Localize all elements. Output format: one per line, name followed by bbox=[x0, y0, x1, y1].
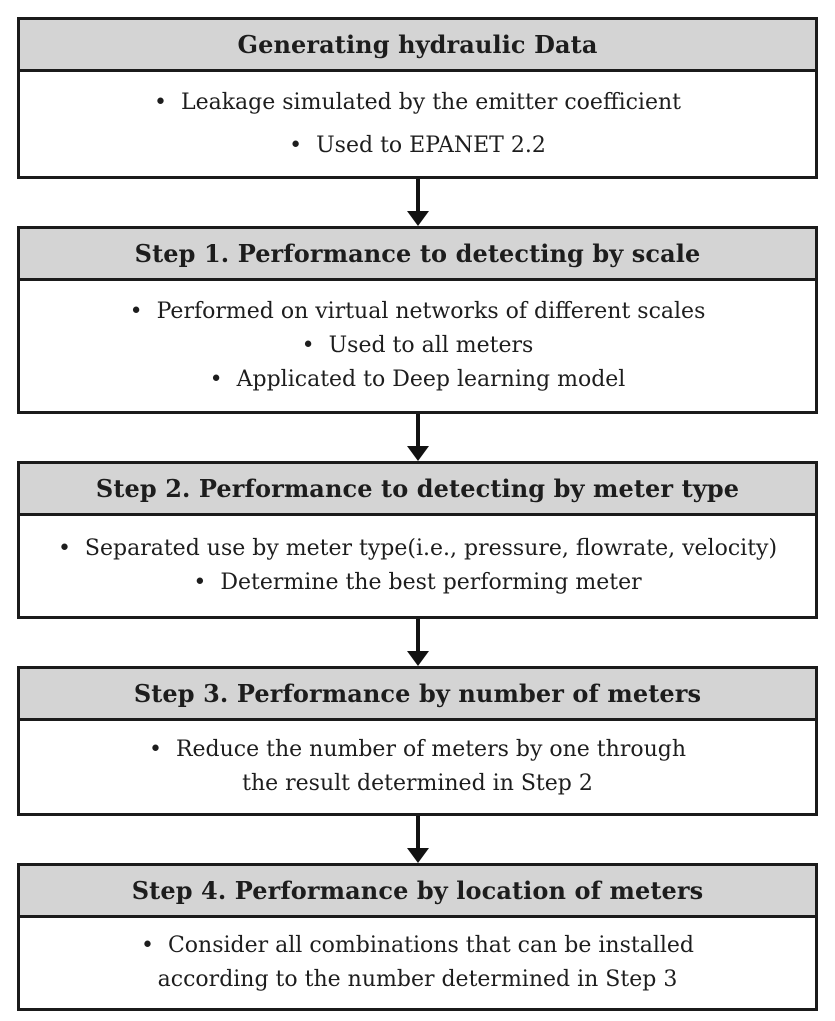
flow-box-generating-hydraulic-data: Generating hydraulic Data • Leakage simu… bbox=[17, 17, 818, 179]
bullet-text: Separated use by meter type(i.e., pressu… bbox=[84, 536, 778, 561]
bullet-item: • Separated use by meter type(i.e., pres… bbox=[58, 532, 777, 566]
box-body: • Leakage simulated by the emitter coeff… bbox=[20, 72, 815, 176]
box-title: Step 2. Performance to detecting by mete… bbox=[95, 474, 740, 503]
bullet-icon: • bbox=[153, 89, 167, 115]
flow-arrow-down bbox=[17, 414, 818, 461]
arrow-head-icon bbox=[406, 651, 429, 666]
bullet-icon: • bbox=[209, 367, 223, 392]
bullet-item: • Used to all meters bbox=[302, 329, 534, 363]
bullet-text: Leakage simulated by the emitter coeffic… bbox=[180, 89, 681, 115]
bullet-item: • Applicated to Deep learning model bbox=[210, 363, 626, 397]
box-header: Step 4. Performance by location of meter… bbox=[20, 866, 815, 918]
arrow-shaft bbox=[415, 816, 420, 848]
bullet-item: • Reduce the number of meters by one thr… bbox=[149, 733, 686, 767]
bullet-icon: • bbox=[301, 333, 315, 358]
bullet-text: Consider all combinations that can be in… bbox=[167, 933, 695, 958]
bullet-text: Determine the best performing meter bbox=[220, 570, 642, 595]
bullet-item: • Consider all combinations that can be … bbox=[141, 929, 694, 963]
bullet-icon: • bbox=[148, 737, 162, 762]
flow-box-step-3: Step 3. Performance by number of meters … bbox=[17, 666, 818, 816]
arrow-shaft bbox=[415, 414, 420, 446]
bullet-icon: • bbox=[193, 570, 207, 595]
bullet-icon: • bbox=[289, 132, 303, 158]
flow-arrow-down bbox=[17, 816, 818, 863]
bullet-icon: • bbox=[57, 536, 71, 561]
arrow-head-icon bbox=[406, 848, 429, 863]
bullet-text: according to the number determined in St… bbox=[157, 967, 678, 992]
arrow-head-icon bbox=[406, 446, 429, 461]
box-body: • Consider all combinations that can be … bbox=[20, 918, 815, 1008]
box-title: Step 4. Performance by location of meter… bbox=[131, 876, 704, 905]
bullet-icon: • bbox=[140, 933, 154, 958]
box-body: • Separated use by meter type(i.e., pres… bbox=[20, 516, 815, 616]
bullet-text: Performed on virtual networks of differe… bbox=[156, 299, 706, 324]
box-header: Step 3. Performance by number of meters bbox=[20, 669, 815, 721]
flow-arrow-down bbox=[17, 619, 818, 666]
bullet-item: • Used to EPANET 2.2 bbox=[289, 129, 546, 163]
box-header: Step 2. Performance to detecting by mete… bbox=[20, 464, 815, 516]
bullet-item: • Leakage simulated by the emitter coeff… bbox=[154, 86, 681, 120]
box-body: • Reduce the number of meters by one thr… bbox=[20, 721, 815, 813]
flow-box-step-1: Step 1. Performance to detecting by scal… bbox=[17, 226, 818, 414]
bullet-item: • Determine the best performing meter bbox=[193, 566, 641, 600]
flow-box-step-2: Step 2. Performance to detecting by mete… bbox=[17, 461, 818, 619]
box-title: Step 3. Performance by number of meters bbox=[133, 679, 702, 708]
bullet-continuation-line: according to the number determined in St… bbox=[158, 963, 678, 997]
box-title: Step 1. Performance to detecting by scal… bbox=[134, 239, 701, 268]
arrow-shaft bbox=[415, 619, 420, 651]
bullet-text: Applicated to Deep learning model bbox=[236, 367, 626, 392]
box-body: • Performed on virtual networks of diffe… bbox=[20, 281, 815, 411]
bullet-text: Used to EPANET 2.2 bbox=[316, 132, 546, 158]
bullet-text: Reduce the number of meters by one throu… bbox=[175, 737, 687, 762]
arrow-shaft bbox=[415, 179, 420, 211]
arrow-head-icon bbox=[406, 211, 429, 226]
bullet-continuation-line: the result determined in Step 2 bbox=[242, 767, 593, 801]
box-header: Generating hydraulic Data bbox=[20, 20, 815, 72]
box-title: Generating hydraulic Data bbox=[237, 30, 598, 59]
flow-arrow-down bbox=[17, 179, 818, 226]
bullet-icon: • bbox=[129, 299, 143, 324]
box-header: Step 1. Performance to detecting by scal… bbox=[20, 229, 815, 281]
flow-box-step-4: Step 4. Performance by location of meter… bbox=[17, 863, 818, 1011]
bullet-text: the result determined in Step 2 bbox=[242, 771, 593, 796]
bullet-text: Used to all meters bbox=[328, 333, 534, 358]
bullet-item: • Performed on virtual networks of diffe… bbox=[130, 295, 706, 329]
